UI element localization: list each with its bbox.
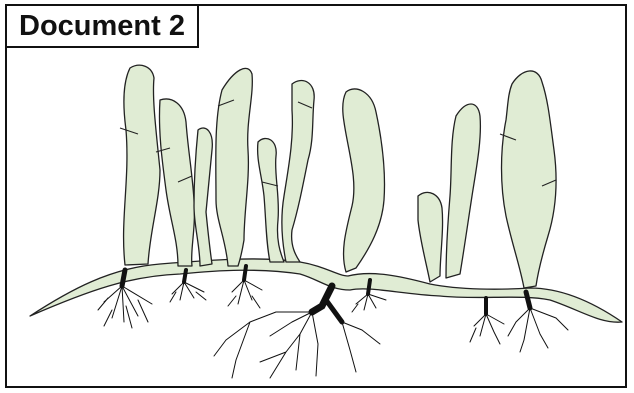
root-trunk-3 (244, 266, 246, 280)
document-label: Document 2 (5, 4, 199, 48)
frond-8 (418, 192, 443, 282)
frond-4 (216, 68, 253, 266)
document-title: Document 2 (19, 10, 185, 43)
frond-6 (282, 81, 314, 262)
frond-5 (258, 138, 284, 262)
root-trunk-2 (184, 270, 186, 282)
root-trunk-5 (368, 280, 370, 294)
frond-9 (446, 104, 480, 278)
frond-10 (502, 71, 557, 288)
seaweed-body (30, 65, 622, 322)
roots (98, 266, 568, 378)
frond-2 (159, 99, 194, 266)
frond-7 (343, 89, 385, 272)
frond-3 (194, 128, 212, 266)
root-trunk-1 (122, 270, 125, 286)
frond-1 (124, 65, 160, 265)
